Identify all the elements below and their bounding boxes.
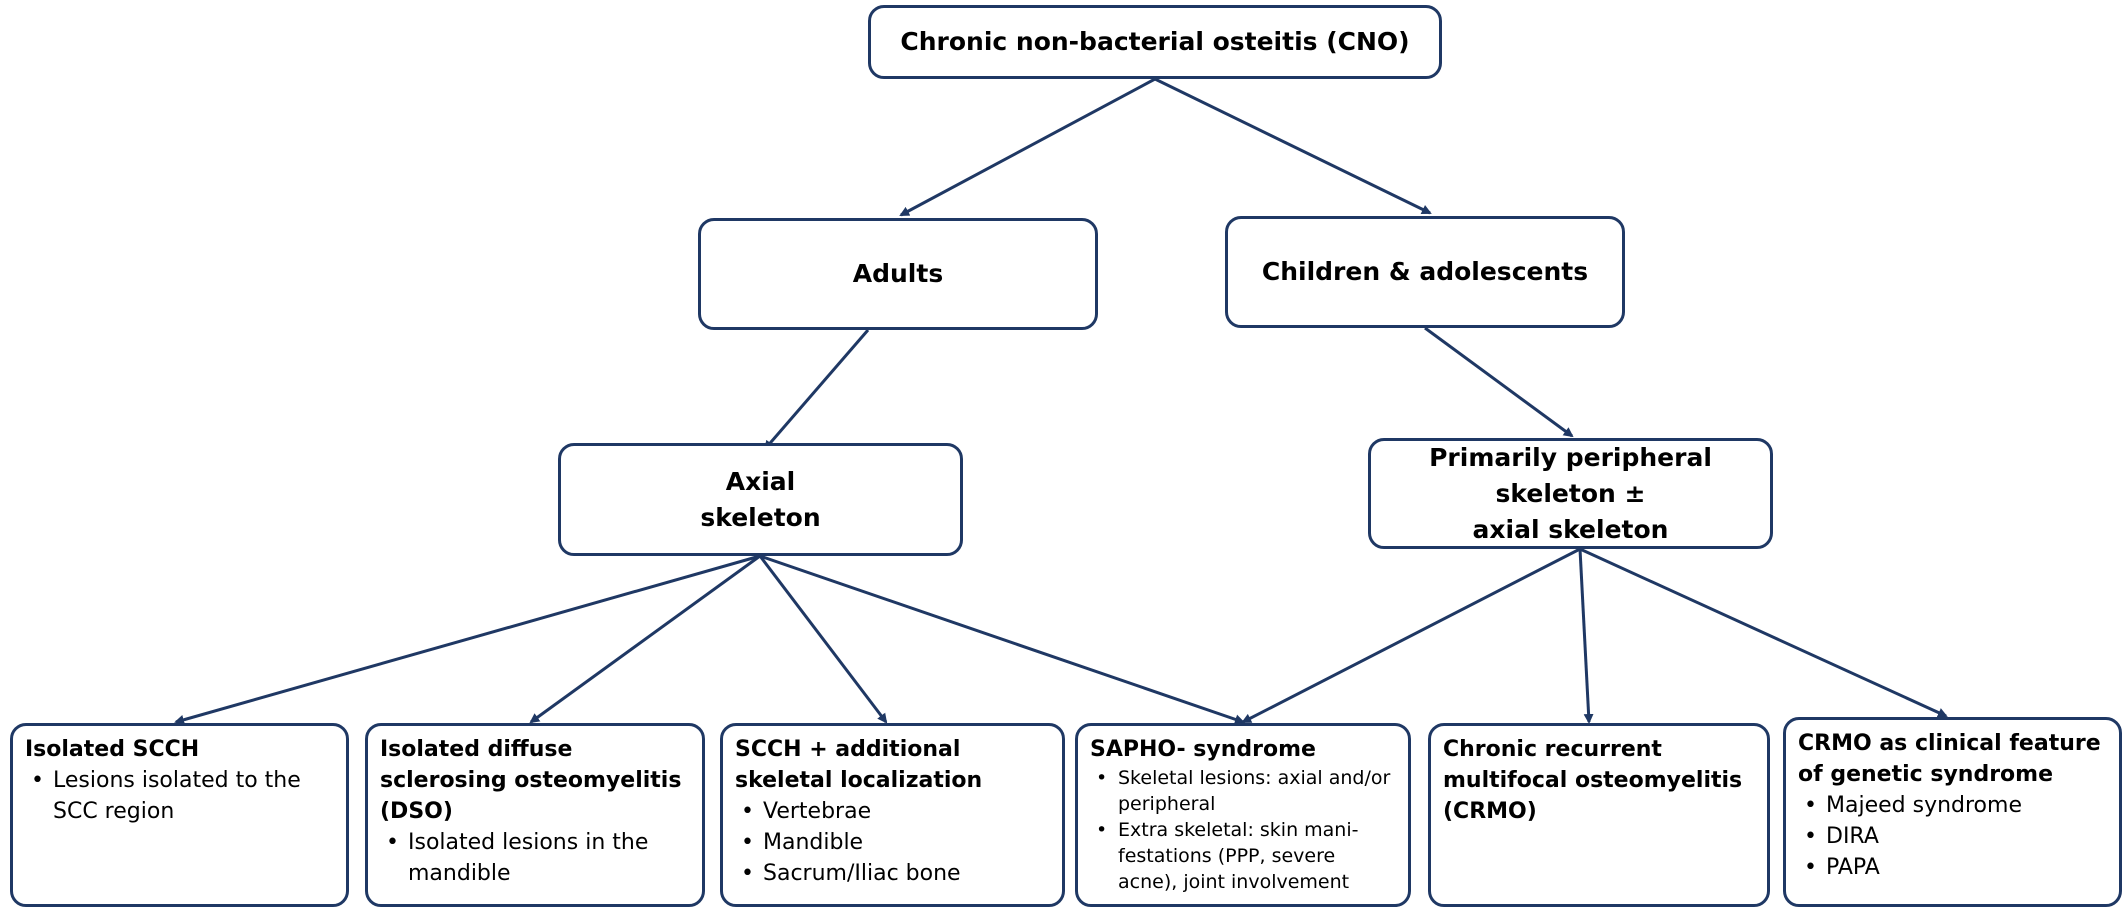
leaf-title: Isolated SCCH <box>25 737 200 762</box>
arrow-axial-leaf4 <box>759 554 1245 725</box>
arrow-root-adults <box>899 77 1156 217</box>
arrow-peripheral-leaf5 <box>1578 548 1594 724</box>
leaf-bullet: Extra skeletal: skin mani-festations (PP… <box>1096 817 1398 895</box>
peripheral-label-line2: axial skeleton <box>1472 514 1669 544</box>
peripheral-label-line1: Primarily peripheral skeleton ± <box>1429 442 1712 508</box>
leaf-title: Isolated diffuse sclerosing osteomyeliti… <box>380 737 682 824</box>
arrow-peripheral-leaf4 <box>1241 547 1581 724</box>
arrow-root-children <box>1154 77 1432 215</box>
axial-label-line1: Axial <box>725 466 796 496</box>
leaf-bullet: Vertebrae <box>741 796 1052 827</box>
leaf-title: SCCH + additional skeletal localization <box>735 737 983 793</box>
leaf-scch-additional: SCCH + additional skeletal localization … <box>720 723 1065 907</box>
leaf-bullet: Skeletal lesions: axial and/or periphera… <box>1096 765 1398 817</box>
leaf-sapho-syndrome: SAPHO- syndrome Skeletal lesions: axial … <box>1075 723 1411 907</box>
children-node: Children & adolescents <box>1225 216 1625 328</box>
adults-label: Adults <box>852 259 944 288</box>
leaf-isolated-scch: Isolated SCCH Lesions isolated to the SC… <box>10 723 349 907</box>
arrow-peripheral-leaf6 <box>1579 547 1948 718</box>
leaf-crmo: Chronic recurrent multifocal osteomyelit… <box>1428 723 1770 907</box>
axial-label-line2: skeleton <box>700 502 821 532</box>
arrow-adults-axial <box>763 329 870 451</box>
leaf-title: Chronic recurrent multifocal osteomyelit… <box>1443 737 1743 824</box>
arrow-axial-leaf1 <box>174 554 761 725</box>
leaf-bullet: PAPA <box>1804 852 2109 883</box>
leaf-bullet: Mandible <box>741 827 1052 858</box>
leaf-title: SAPHO- syndrome <box>1090 737 1316 762</box>
leaf-bullet: Lesions isolated to the SCC region <box>31 765 336 827</box>
leaf-bullet: Isolated lesions in the mandible <box>386 827 692 889</box>
leaf-isolated-dso: Isolated diffuse sclerosing osteomyeliti… <box>365 723 705 907</box>
leaf-bullet: DIRA <box>1804 821 2109 852</box>
leaf-bullet: Majeed syndrome <box>1804 790 2109 821</box>
peripheral-skeleton-node: Primarily peripheral skeleton ± axial sk… <box>1368 438 1773 549</box>
arrow-axial-leaf3 <box>758 555 888 724</box>
root-label: Chronic non-bacterial osteitis (CNO) <box>900 27 1410 56</box>
axial-skeleton-node: Axial skeleton <box>558 443 963 556</box>
root-node: Chronic non-bacterial osteitis (CNO) <box>868 5 1442 79</box>
arrow-axial-leaf2 <box>529 554 761 724</box>
leaf-bullet: Sacrum/Iliac bone <box>741 858 1052 889</box>
arrow-children-peripheral <box>1424 326 1574 438</box>
children-label: Children & adolescents <box>1261 257 1589 286</box>
leaf-title: CRMO as clinical feature of genetic synd… <box>1798 731 2101 787</box>
adults-node: Adults <box>698 218 1098 330</box>
leaf-crmo-genetic: CRMO as clinical feature of genetic synd… <box>1783 717 2122 907</box>
